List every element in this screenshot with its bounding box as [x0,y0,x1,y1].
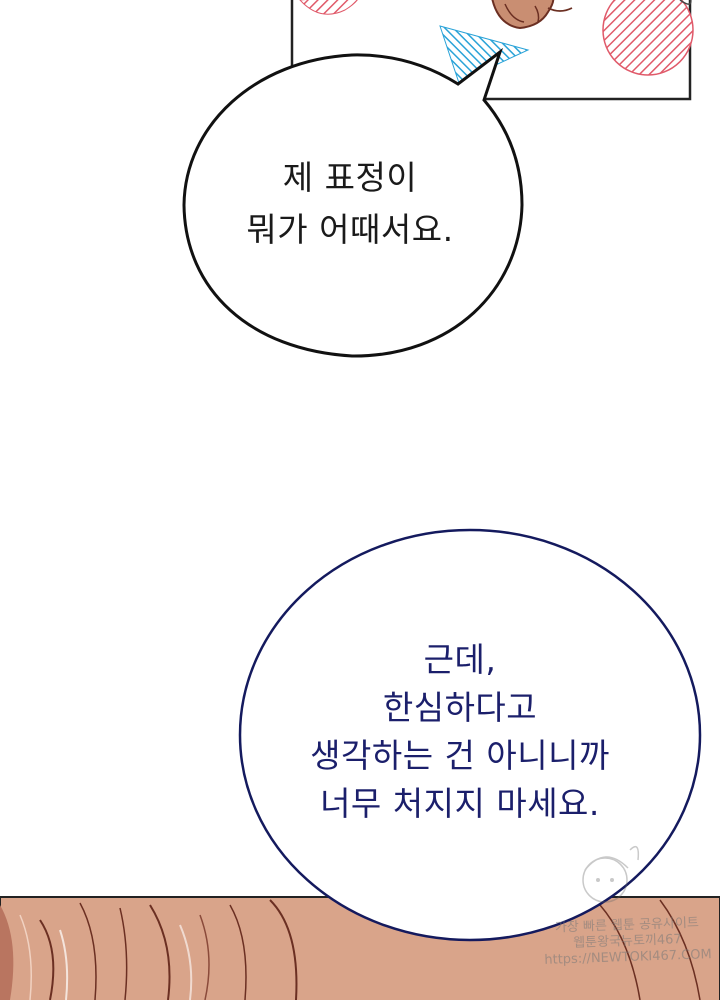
watermark-mascot [582,845,640,903]
dialogue-line: 한심하다고 [382,688,538,727]
speech-bubble-1 [182,47,524,358]
site-watermark: 가장 빠른 웹툰 공유사이트 웹툰왕국뉴토끼467 https://NEWTOK… [539,915,716,969]
dialogue-line: 뭐가 어때서요. [246,210,454,249]
speech-bubble-2 [238,528,702,942]
dialogue-line: 근데, [423,640,497,679]
dialogue-line: 생각하는 건 아니니까 [310,736,610,775]
bubble-1-dialogue: 제 표정이 뭐가 어때서요. [190,152,510,256]
bubble-2-dialogue: 근데, 한심하다고 생각하는 건 아니니까 너무 처지지 마세요. [250,636,670,828]
dialogue-line: 제 표정이 [282,158,418,197]
dialogue-line: 너무 처지지 마세요. [320,784,600,823]
